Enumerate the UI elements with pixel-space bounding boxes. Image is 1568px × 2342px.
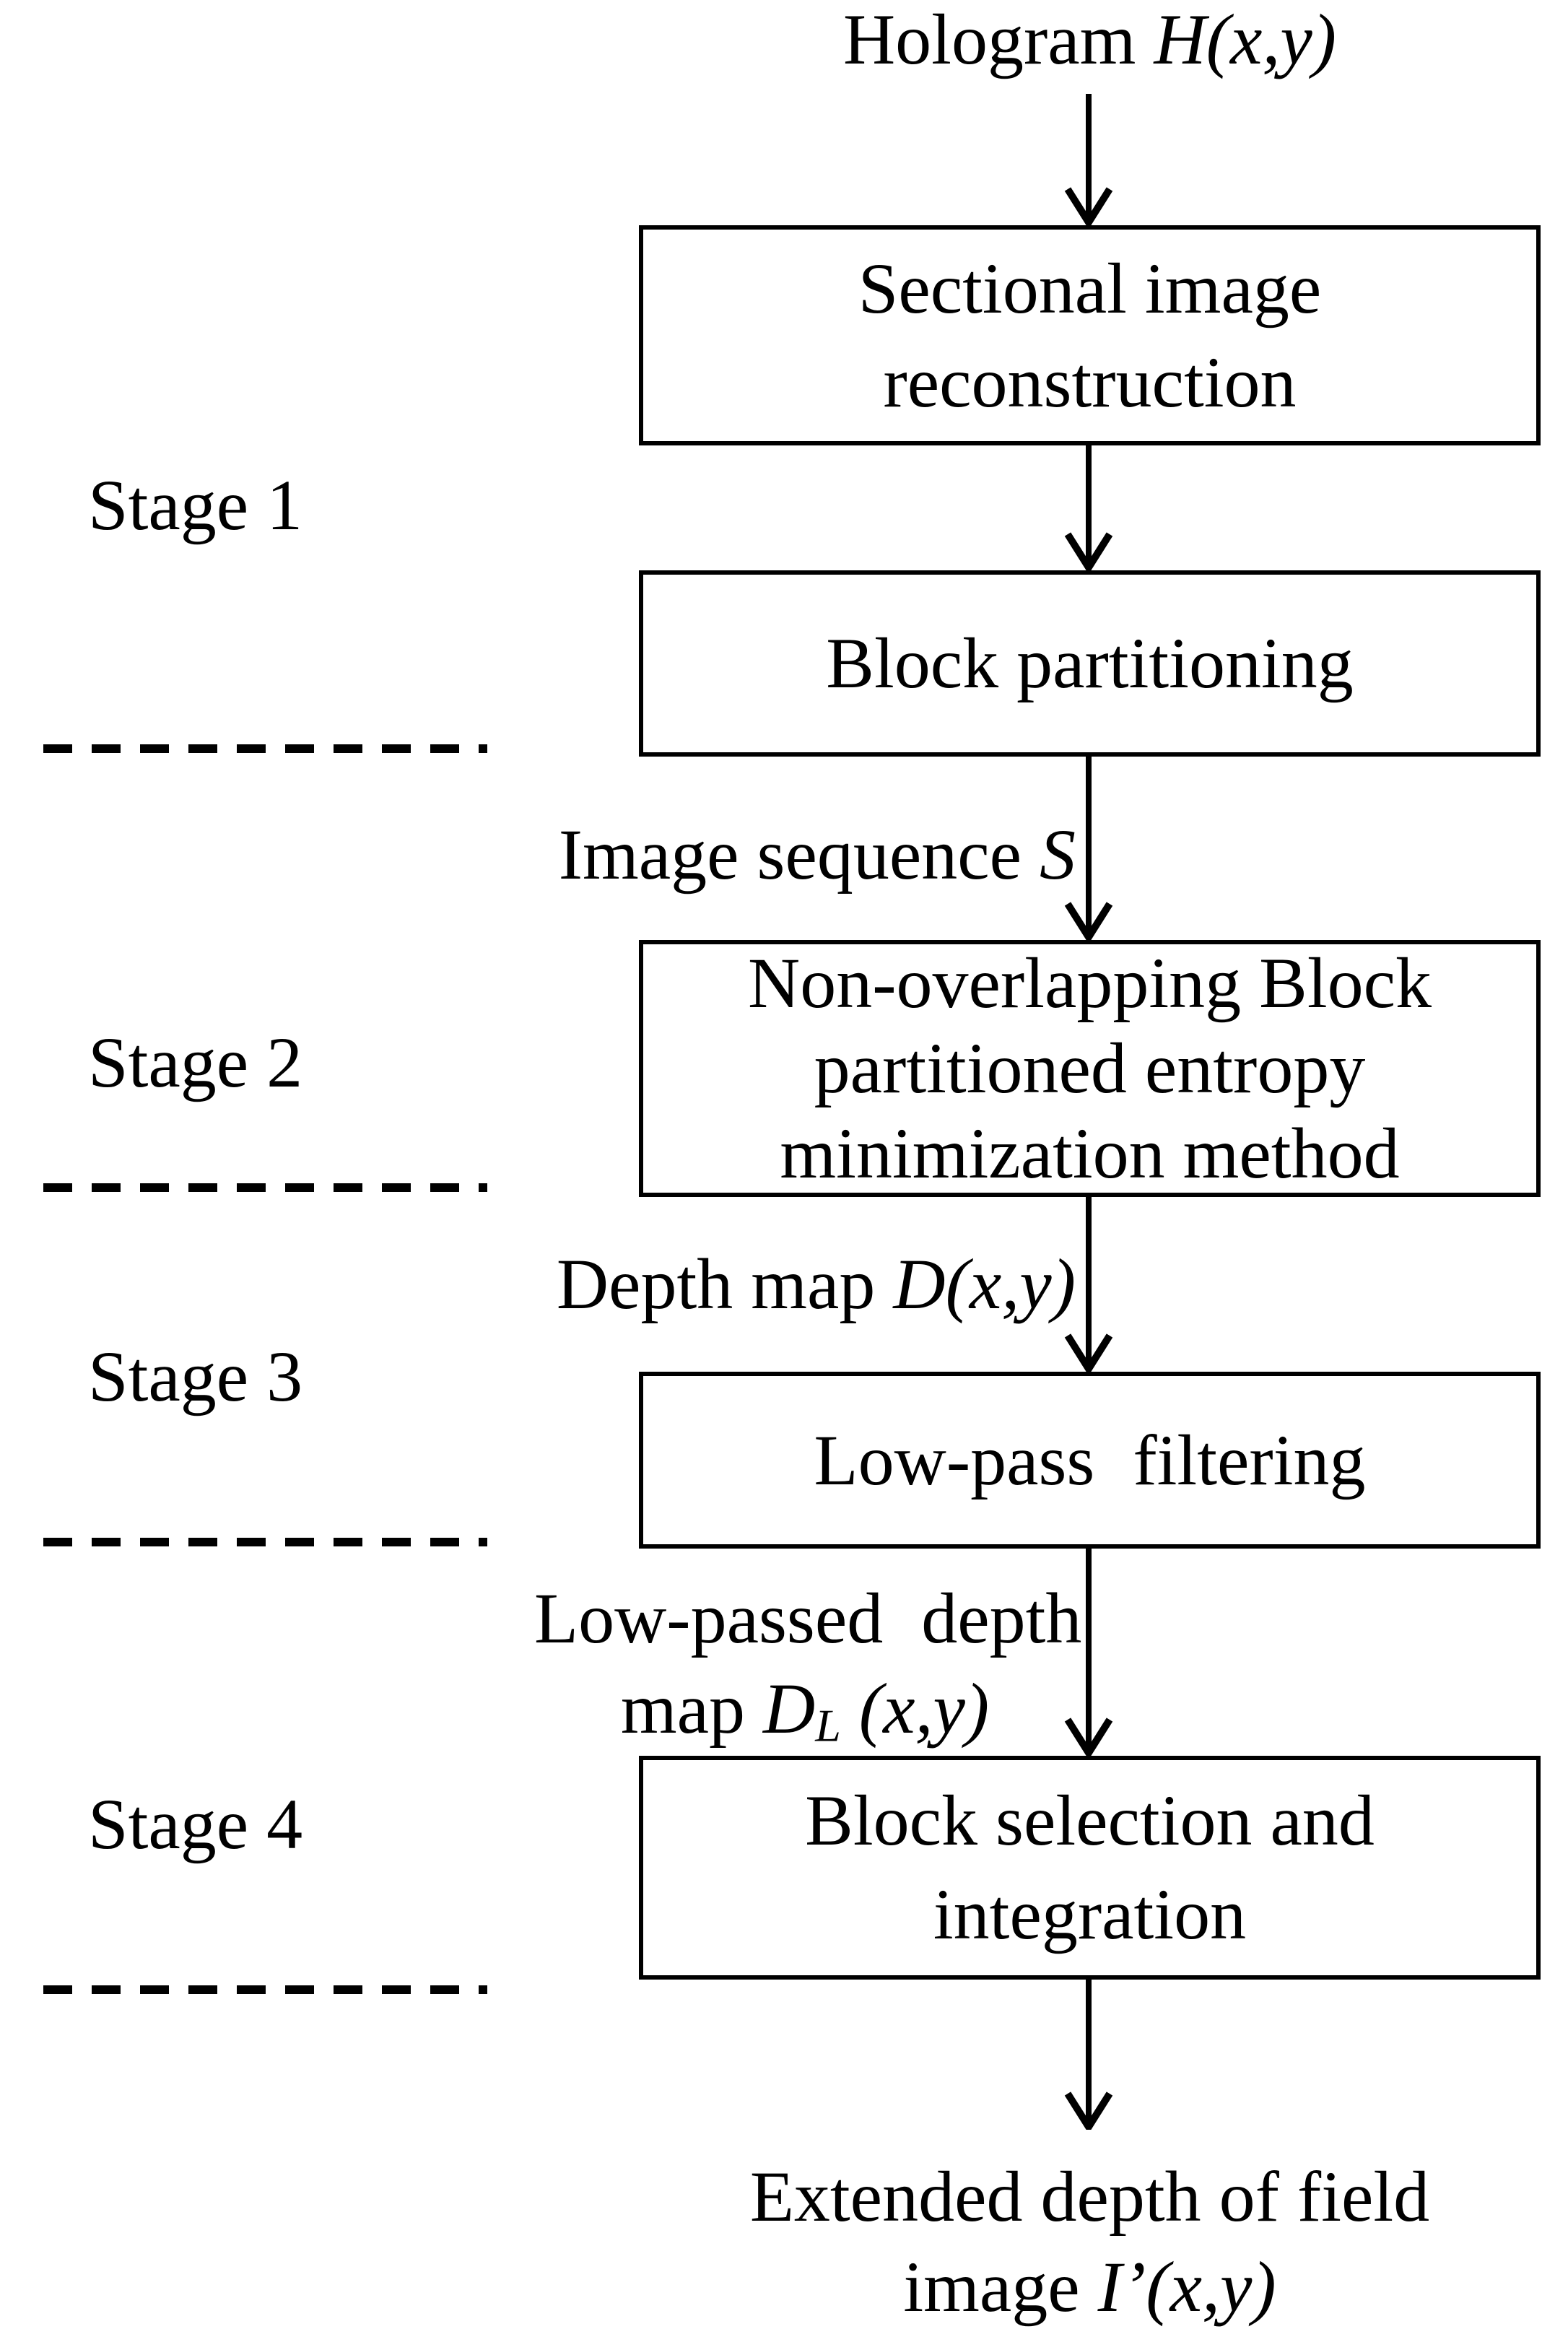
text-run: (x,y) [840,1668,990,1749]
stage-3-label: Stage 3 [88,1336,303,1416]
stage-2-separator [43,1183,487,1192]
text-line: Non-overlapping Block [748,941,1432,1026]
box-block-selection-integration: Block selection and integration [639,1756,1541,1980]
arrow-head-icon [1064,2091,1113,2130]
text-run: D [762,1668,816,1749]
text-line: Block partitioning [826,617,1353,710]
text-line: map DL (x,y) [534,1663,1076,1755]
text-run: minimization method [780,1113,1400,1193]
text-run: Non-overlapping Block [747,943,1432,1023]
box-label: Low-pass filtering [814,1414,1366,1507]
text-run: Block partitioning [826,623,1354,703]
text-line: partitioned entropy [748,1026,1432,1111]
arrow-entropy-to-lowpass [1060,1197,1118,1372]
stage-2-label: Stage 2 [88,1022,303,1102]
box-label: Sectional image reconstruction [858,242,1321,430]
arrow-shaft [1086,445,1092,567]
text-run: Low-passed depth [534,1578,1082,1658]
text-run: S [1040,814,1076,894]
box-low-pass-filtering: Low-pass filtering [639,1372,1541,1549]
arrow-shaft [1086,1197,1092,1369]
text-run: Low-pass filtering [814,1419,1366,1500]
box-label: Block partitioning [826,617,1353,710]
arrow-lowpass-to-selection [1060,1549,1118,1756]
text-run: D(x,y) [893,1244,1076,1324]
text-run: I’(x,y) [1097,2247,1276,2327]
text-line: integration [805,1868,1375,1962]
text-run: H(x,y) [1154,0,1337,79]
arrow-shaft [1086,757,1092,937]
text-line: image I’(x,y) [639,2242,1541,2332]
arrow-hologram-to-reconstruction [1060,94,1118,225]
stage-1-label: Stage 1 [88,465,303,545]
text-line: Image sequence S [433,819,1076,891]
text-line: reconstruction [858,336,1321,430]
arrow-head-icon [1064,902,1113,940]
text-run: reconstruction [883,341,1297,422]
arrow-reconstruction-to-partitioning [1060,445,1118,570]
stage-4-label: Stage 4 [88,1784,303,1864]
text-run: Block selection and [805,1780,1375,1860]
text-line: Sectional image [858,242,1321,336]
hologram-input-label: Hologram H(x,y) [639,4,1541,76]
stage-1-separator [43,744,487,753]
box-block-partitioning: Block partitioning [639,570,1541,757]
text-run: partitioned entropy [814,1028,1366,1108]
arrow-shaft [1086,1549,1092,1753]
text-line: minimization method [748,1111,1432,1196]
text-line: Hologram H(x,y) [639,4,1541,76]
arrow-partitioning-to-entropy [1060,757,1118,940]
text-run: map [620,1668,763,1749]
box-sectional-image-reconstruction: Sectional image reconstruction [639,225,1541,445]
arrow-head-icon [1064,532,1113,570]
text-line: Low-passed depth [534,1573,1081,1663]
text-run: Depth map [556,1244,894,1324]
arrow-selection-to-output [1060,1980,1118,2130]
arrow-head-icon [1064,1718,1113,1756]
text-line: Extended depth of field [639,2151,1541,2242]
text-run: Hologram [842,0,1154,79]
arrow-shaft [1086,94,1092,222]
edge-label-image-sequence: Image sequence S [433,819,1076,891]
text-run: image [903,2247,1098,2327]
stage-3-separator [43,1538,487,1546]
arrow-shaft [1086,1980,1092,2127]
arrow-head-icon [1064,187,1113,225]
text-run: Image sequence [558,814,1040,894]
text-run: L [815,1699,841,1751]
stage-4-separator [43,1985,487,1994]
text-line: Low-pass filtering [814,1414,1366,1507]
text-line: Depth map D(x,y) [433,1248,1076,1320]
text-run: Sectional image [858,248,1322,328]
text-run: integration [933,1874,1247,1954]
box-label: Block selection and integration [805,1774,1375,1962]
text-run: Extended depth of field [749,2156,1430,2237]
arrow-head-icon [1064,1333,1113,1372]
edge-label-depth-map: Depth map D(x,y) [433,1248,1076,1320]
text-line: Block selection and [805,1774,1375,1868]
